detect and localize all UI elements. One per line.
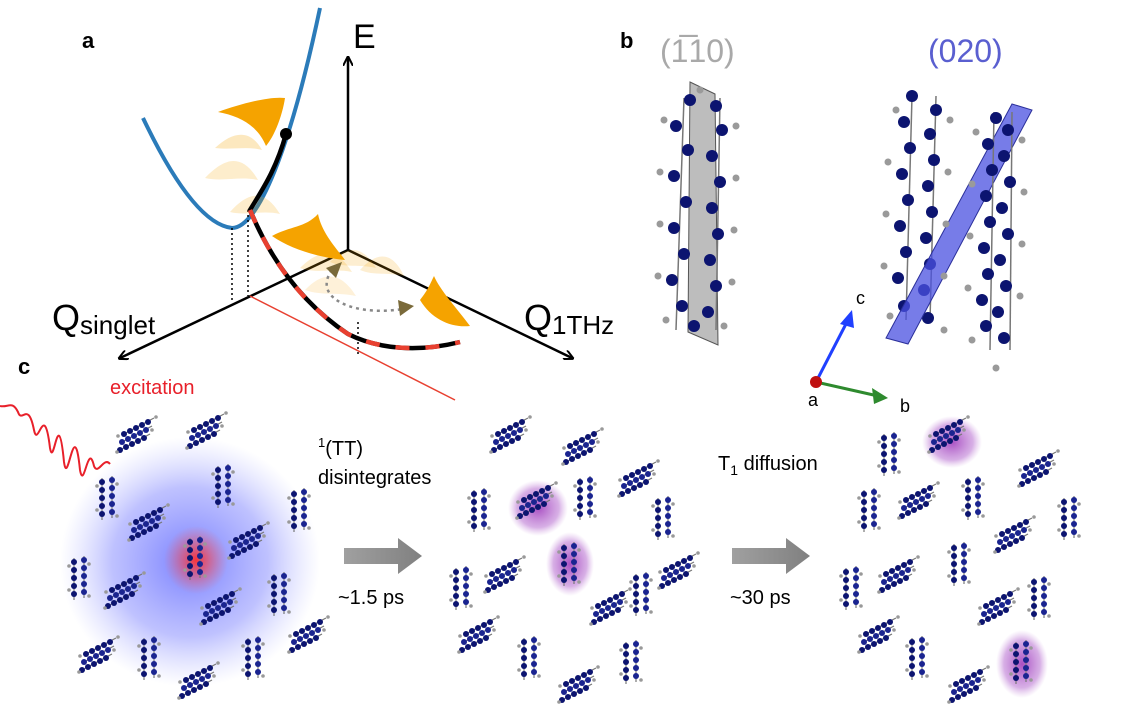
molecule — [628, 571, 654, 617]
molecule — [946, 541, 972, 587]
molecule — [856, 614, 901, 655]
stage-fission — [448, 414, 701, 705]
panel-c: c excitation ~1.5 ps 1(TT) disintegrates — [0, 354, 1082, 705]
stage-excitation — [60, 410, 331, 701]
molecule — [588, 586, 633, 627]
molecule — [838, 565, 864, 611]
excitation-label: excitation — [110, 377, 195, 399]
wavepacket-bottom — [420, 276, 470, 327]
start-point — [280, 128, 292, 140]
step-arrow-2 — [732, 538, 810, 574]
molecule — [448, 565, 474, 611]
molecule — [992, 514, 1037, 555]
crystal-axes: c a b — [808, 288, 910, 416]
plane-110-label: (1̅10) — [660, 33, 735, 69]
chain-right-pair — [976, 111, 1016, 351]
tt-label-2: disintegrates — [318, 467, 431, 489]
molecule — [616, 458, 661, 499]
projection-line — [249, 295, 456, 401]
molecule — [896, 480, 941, 521]
axis-origin — [810, 376, 822, 388]
molecule — [946, 664, 991, 705]
singlet-potential-curve — [141, 7, 322, 231]
molecule — [466, 487, 492, 533]
molecule — [618, 639, 644, 685]
panel-a-label: a — [82, 28, 95, 53]
molecule-view-110 — [654, 81, 740, 346]
molecule — [488, 414, 533, 455]
step2-time: ~30 ps — [730, 587, 791, 609]
plane-020 — [885, 103, 1033, 345]
molecule — [482, 554, 527, 595]
excitation-spot — [164, 526, 228, 594]
q-singlet-axis — [120, 248, 349, 358]
oscillation-arrowhead — [326, 262, 342, 278]
molecule — [516, 635, 542, 681]
hydrogens-right — [880, 106, 1028, 372]
molecule — [904, 635, 930, 681]
axis-a-label: a — [808, 390, 819, 410]
molecule — [876, 431, 902, 477]
panel-b: b (1̅10) (020) — [620, 28, 1033, 416]
hydrogens-left — [654, 86, 740, 330]
axis-c-label: c — [856, 288, 865, 308]
molecule-view-020 — [880, 90, 1033, 372]
triplet-glow — [996, 630, 1048, 698]
molecule — [560, 426, 605, 467]
oscillation-arrowhead — [398, 300, 414, 316]
molecule — [656, 550, 701, 591]
axis-b-label: b — [900, 396, 910, 416]
molecule — [876, 554, 921, 595]
molecule — [650, 495, 676, 541]
q-singlet-label: Qsinglet — [52, 297, 156, 340]
molecule — [1056, 495, 1082, 541]
molecule — [572, 475, 598, 521]
stage-diffusion — [838, 414, 1082, 705]
panel-b-label: b — [620, 28, 633, 53]
molecule — [556, 664, 601, 705]
diffusion-label: T1 diffusion — [718, 453, 818, 478]
molecule — [976, 586, 1021, 627]
tt-label: 1(TT) — [318, 435, 363, 460]
step-arrow-1 — [344, 538, 422, 574]
q-thz-label: Q1THz — [524, 297, 614, 340]
step1-time: ~1.5 ps — [338, 587, 404, 609]
molecule — [1026, 575, 1052, 621]
oscillation-arrow — [325, 269, 409, 312]
molecule — [960, 475, 986, 521]
plane-020-label: (020) — [928, 33, 1003, 69]
molecule — [1016, 448, 1061, 489]
energy-axis-label: E — [353, 18, 376, 56]
molecule — [456, 614, 501, 655]
excitation-pulse — [0, 404, 111, 477]
molecule — [856, 487, 882, 533]
plane-110 — [687, 81, 719, 346]
panel-c-label: c — [18, 354, 30, 379]
trajectory-red-dashes — [247, 209, 461, 351]
panel-a: a E — [52, 7, 614, 401]
triplet-glow — [546, 532, 594, 596]
atoms-left — [666, 94, 728, 332]
wavepacket-middle — [272, 214, 345, 260]
wavepacket-top — [218, 97, 285, 146]
q-thz-axis — [347, 248, 572, 358]
